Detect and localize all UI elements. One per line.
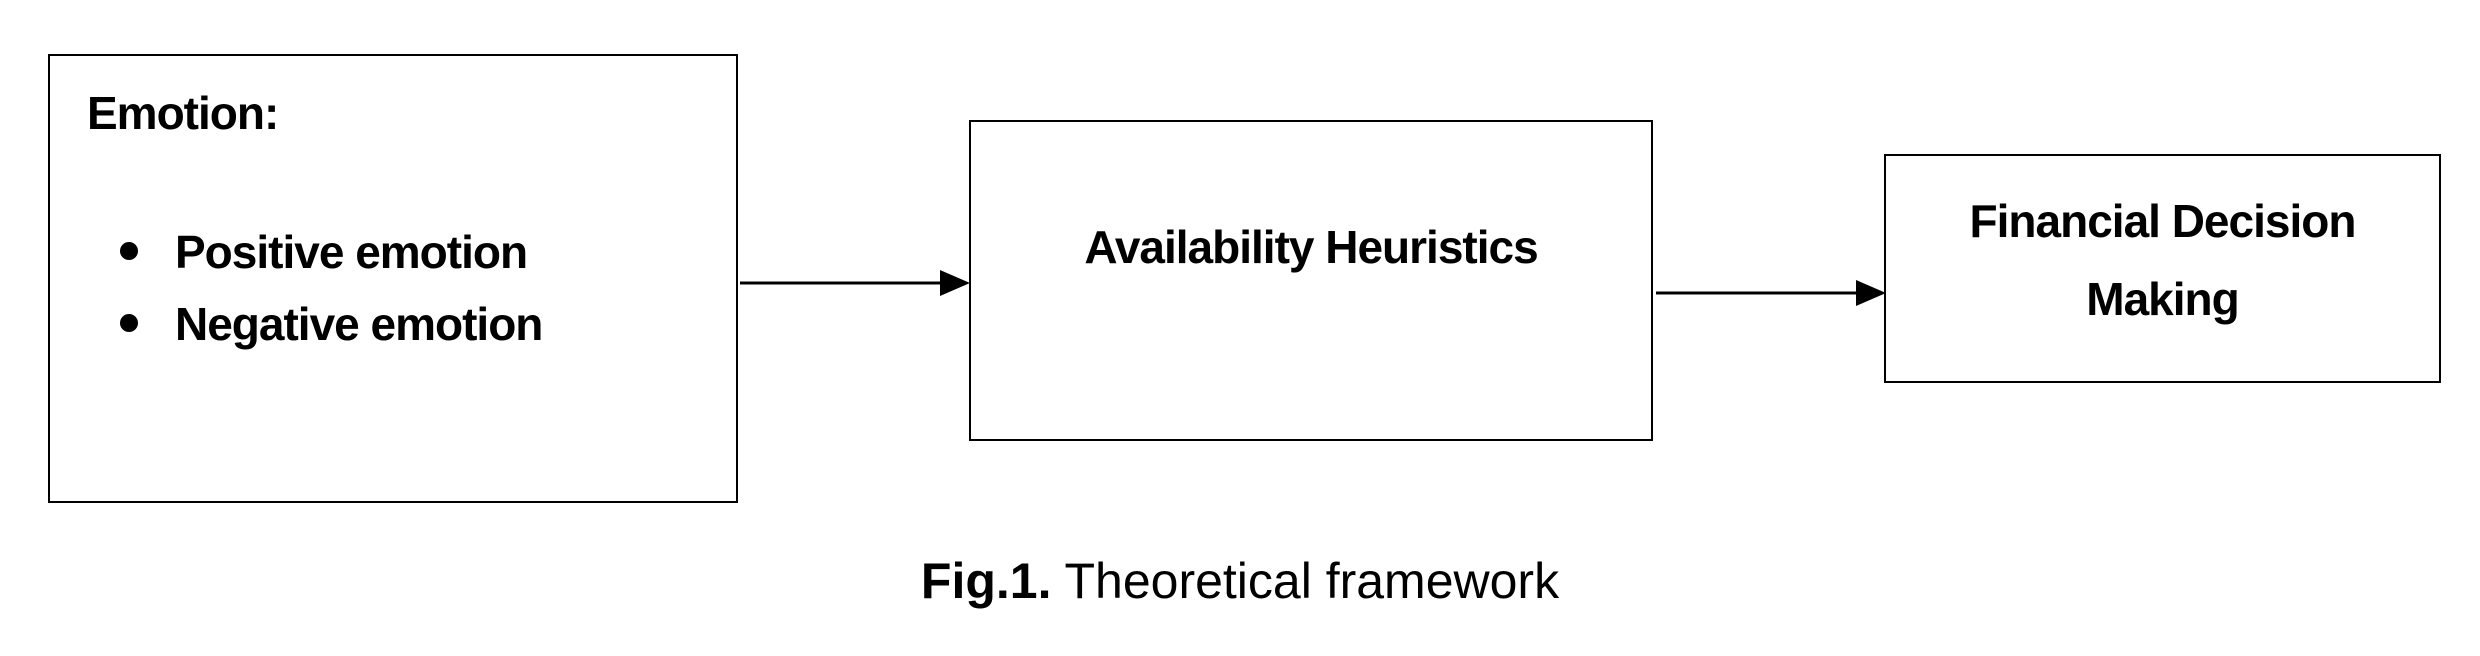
figure-number: Fig.1.: [920, 553, 1052, 609]
financial-label-line-1: Financial Decision: [1969, 195, 2357, 247]
emotion-list: Positive emotion Negative emotion: [120, 216, 543, 360]
bullet-icon: [120, 314, 138, 332]
list-item: Negative emotion: [120, 288, 543, 360]
figure-caption: Fig.1. Theoretical framework: [0, 552, 2480, 610]
availability-heuristics-label: Availability Heuristics: [1084, 221, 1538, 273]
figure-caption-text: Theoretical framework: [1051, 553, 1560, 609]
availability-heuristics-box: Availability Heuristics: [969, 120, 1653, 441]
emotion-title: Emotion:: [87, 87, 279, 139]
bullet-icon: [120, 242, 138, 260]
arrow-availability-to-financial: [1656, 280, 1886, 306]
positive-emotion-label: Positive emotion: [175, 226, 528, 278]
arrow-emotion-to-availability: [740, 270, 970, 296]
emotion-box: Emotion: Positive emotion Negative emoti…: [48, 54, 738, 503]
negative-emotion-label: Negative emotion: [175, 298, 543, 350]
list-item: Positive emotion: [120, 216, 542, 288]
financial-label-line-2: Making: [2086, 273, 2239, 325]
